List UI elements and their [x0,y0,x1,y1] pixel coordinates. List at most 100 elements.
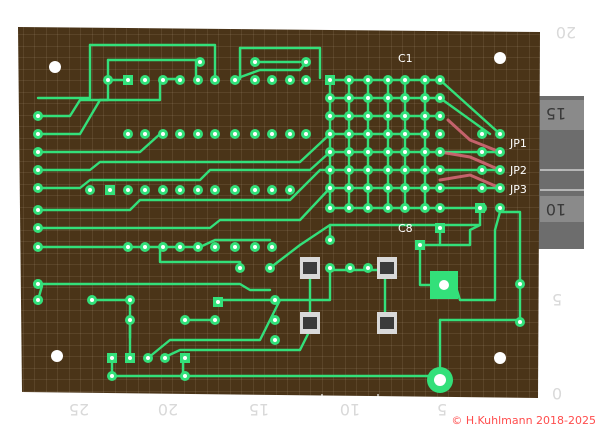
pad-hole [36,114,40,118]
pad-hole [328,168,332,172]
pad-hole [403,114,407,118]
pad-hole [128,298,132,302]
pad-hole [213,318,217,322]
label-c1: C1 [398,52,413,65]
pad-hole [438,78,442,82]
pad-hole [518,282,522,286]
pad-hole [423,78,427,82]
pad-hole [347,132,351,136]
pad-hole [128,356,132,360]
transistors [300,257,397,334]
pad-hole [386,150,390,154]
pad-hole [196,245,200,249]
pad-hole [270,245,274,249]
pad-hole [328,206,332,210]
pad-hole [438,186,442,190]
pad-hole [328,114,332,118]
pad-hole [386,186,390,190]
pad-hole [438,114,442,118]
pad-hole [366,96,370,100]
pad-hole [438,96,442,100]
pad-hole [163,356,167,360]
pad-hole [288,132,292,136]
pads [33,57,525,381]
pad-hole [366,132,370,136]
scale-25-bottom: 25 [69,400,89,419]
pad-hole [273,298,277,302]
pad-hole [178,245,182,249]
pad-hole [366,168,370,172]
big-pad [427,271,458,393]
pad-hole [216,300,220,304]
scale-5-bottom: 5 [437,400,447,419]
pad-hole [88,188,92,192]
pad-hole [238,266,242,270]
pad-hole [126,78,130,82]
pad-hole [253,60,257,64]
pad-hole [233,245,237,249]
pad-hole [196,78,200,82]
pad-hole [328,238,332,242]
pad-hole [304,78,308,82]
pad-hole [183,318,187,322]
scale-15-right: 15 [546,104,566,123]
pad-hole [366,114,370,118]
pad-hole [288,78,292,82]
pad-hole [196,188,200,192]
scale-10-right: 10 [546,200,566,219]
pad-hole [36,282,40,286]
pad-hole [143,188,147,192]
pad-hole [178,188,182,192]
pad-hole [498,186,502,190]
pad-hole [36,226,40,230]
pad-hole [108,188,112,192]
pad-hole [403,150,407,154]
pad-hole [126,132,130,136]
pad-hole [438,150,442,154]
pad-hole [423,206,427,210]
pad-hole [304,132,308,136]
pad-hole [178,78,182,82]
pad-hole [386,114,390,118]
pad-hole [423,96,427,100]
pad-hole [348,266,352,270]
pcb-board [18,27,540,398]
pad-hole [253,132,257,136]
label-jp3: JP3 [509,183,527,196]
pad-hole [403,186,407,190]
mounting-holes [49,52,506,364]
pad-hole [213,245,217,249]
pad-hole [183,356,187,360]
pad-hole [386,206,390,210]
pad-hole [110,374,114,378]
pad-hole [253,245,257,249]
pad-hole [423,132,427,136]
pad-hole [233,132,237,136]
pad-hole [36,186,40,190]
pad-hole [366,186,370,190]
pad-hole [288,188,292,192]
scale-20-bottom: 20 [158,400,178,419]
pad-hole [347,114,351,118]
pad-hole [498,132,502,136]
pad-hole [161,78,165,82]
pad-hole [233,188,237,192]
pad-hole [328,266,332,270]
pad-hole [143,245,147,249]
pad-hole [498,168,502,172]
pad-hole [423,168,427,172]
pad-hole [347,186,351,190]
jumper-wires [438,118,502,190]
pad-hole [366,266,370,270]
pad-hole [304,60,308,64]
pad-hole [423,186,427,190]
pad-hole [213,78,217,82]
label-jp1: JP1 [509,137,527,150]
pad-hole [480,168,484,172]
scale-20-top: 20 [556,23,576,42]
pad-hole [386,78,390,82]
pad-hole [196,132,200,136]
pad-hole [438,206,442,210]
pad-hole [161,245,165,249]
